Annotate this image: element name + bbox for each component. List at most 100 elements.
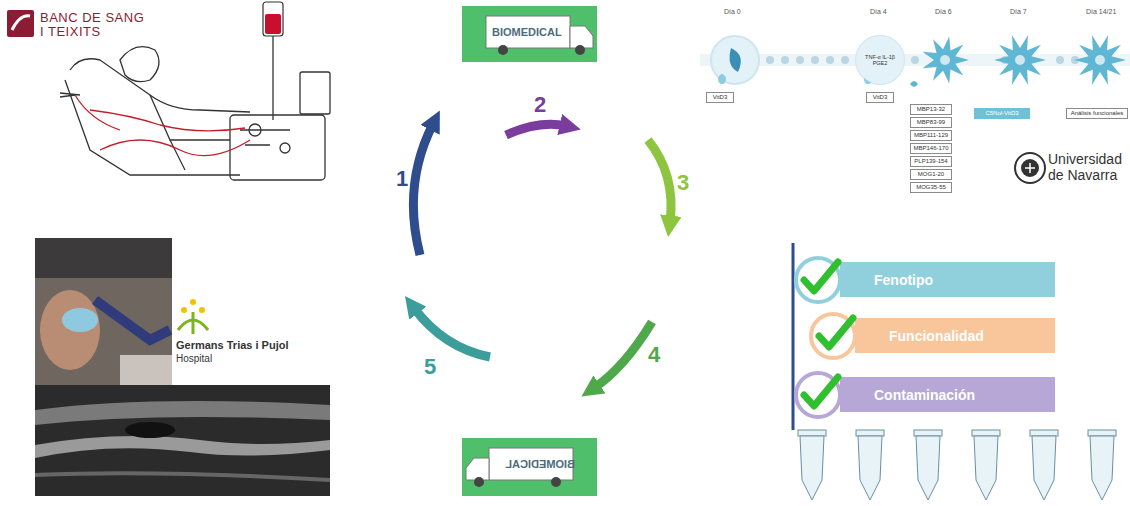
logo-mark-part bbox=[7, 10, 34, 37]
tube-body bbox=[1090, 436, 1114, 500]
truck-illustration-part bbox=[466, 458, 489, 480]
dendritic-cell bbox=[922, 35, 1126, 84]
tube-cap bbox=[1030, 430, 1058, 436]
apheresis-sketch-part bbox=[249, 124, 261, 136]
logo-text: Universidad de Navarra bbox=[1048, 151, 1130, 183]
procedure-photo-part bbox=[35, 238, 172, 385]
node-text: Funcionalidad bbox=[889, 328, 984, 344]
dendritic-cell bbox=[922, 36, 969, 83]
node-text: MBP146-170 bbox=[913, 145, 948, 152]
node-text: TNF-α IL-1β PGE2 bbox=[860, 54, 900, 66]
checklist-spine-part bbox=[792, 243, 795, 430]
truck-illustration-part bbox=[570, 26, 593, 48]
truck-text: BIOMEDICAL bbox=[495, 458, 575, 470]
ultrasound-image-part bbox=[125, 422, 175, 438]
antigen-tag: MBP13-32 bbox=[910, 104, 952, 115]
ultrasound-image-part bbox=[35, 473, 330, 480]
cycle-arrows-part bbox=[414, 308, 490, 357]
apheresis-sketch-part bbox=[230, 115, 325, 180]
blood-bag-part bbox=[263, 2, 283, 36]
analysis-tag: Análisis funcionales bbox=[1066, 108, 1128, 119]
logo-mark-part bbox=[12, 16, 30, 30]
tube-cap bbox=[1088, 430, 1116, 436]
node-text: C5Nol-VitD3 bbox=[985, 110, 1018, 117]
day-label: Día 6 bbox=[935, 8, 965, 15]
timeline-dot bbox=[1056, 56, 1064, 64]
apheresis-sketch-part bbox=[170, 140, 185, 170]
timeline bbox=[700, 35, 1130, 87]
logo-text: BANC DE SANG I TEIXITS bbox=[40, 11, 150, 39]
procedure-photo-part bbox=[40, 290, 100, 370]
timeline-dot bbox=[796, 56, 804, 64]
timeline-dot bbox=[911, 56, 919, 64]
cycle-arrows-part bbox=[413, 124, 433, 255]
day-label: Día 0 bbox=[724, 8, 754, 15]
antigen-tag: PLP139-154 bbox=[910, 156, 952, 167]
truck-illustration-part bbox=[575, 45, 585, 55]
cell-nucleus bbox=[1015, 55, 1025, 65]
antigen-tag: MBP146-170 bbox=[910, 143, 952, 154]
cycle-arrows bbox=[413, 124, 671, 388]
ultrasound-image-part bbox=[35, 401, 330, 425]
cycle-arrows-part bbox=[594, 322, 652, 388]
apheresis-sketch-part bbox=[100, 140, 250, 156]
node-text: MBP111-129 bbox=[914, 132, 948, 139]
apheresis-sketch-part bbox=[75, 95, 120, 130]
treatment-tag: VitD3 bbox=[706, 92, 734, 103]
callout-number: 1 bbox=[396, 166, 416, 192]
ultrasound-image bbox=[35, 385, 330, 496]
tube-body bbox=[858, 436, 882, 500]
callout-number: 2 bbox=[534, 92, 554, 118]
node-text: Fenotipo bbox=[874, 272, 933, 288]
cycle-arrows-part bbox=[506, 124, 566, 135]
node-text: VitD3 bbox=[873, 94, 888, 101]
timeline-dot bbox=[781, 56, 789, 64]
node-text: VitD3 bbox=[713, 94, 728, 101]
antigen-tag: MBP83-99 bbox=[910, 117, 952, 128]
callout-number: 4 bbox=[648, 342, 668, 368]
check-mark bbox=[804, 262, 853, 406]
procedure-photo-part bbox=[35, 238, 172, 278]
blood-bag bbox=[263, 2, 283, 36]
node-text: Contaminación bbox=[874, 387, 975, 403]
ultrasound-image-part bbox=[35, 436, 330, 458]
apheresis-sketch-part bbox=[70, 59, 250, 112]
node-text: MOG1-20 bbox=[918, 171, 944, 178]
timeline-dot bbox=[841, 56, 849, 64]
dendritic-cell bbox=[1074, 35, 1126, 84]
apheresis-sketch-part bbox=[65, 80, 240, 175]
apheresis-sketch-part bbox=[240, 130, 290, 145]
truck-illustration-part bbox=[462, 6, 597, 62]
tube-cap bbox=[914, 430, 942, 436]
check-mark-part bbox=[804, 262, 838, 291]
apheresis-sketch-part bbox=[300, 72, 330, 114]
apheresis-sketch bbox=[60, 36, 330, 180]
tube-body bbox=[916, 436, 940, 500]
tube-cap bbox=[856, 430, 884, 436]
day-label: Día 7 bbox=[1010, 8, 1040, 15]
cell-nucleus bbox=[940, 55, 950, 65]
check-mark-part bbox=[804, 377, 838, 406]
node-text: PLP139-154 bbox=[914, 158, 947, 165]
university-seal bbox=[1015, 153, 1045, 183]
apheresis-sketch-part bbox=[280, 143, 290, 153]
apheresis-sketch-part bbox=[120, 47, 159, 82]
procedure-photo-part bbox=[95, 300, 170, 340]
university-seal-part bbox=[1021, 159, 1039, 177]
timeline-part bbox=[730, 48, 741, 72]
dendritic-cell bbox=[994, 35, 1046, 84]
tube-cap bbox=[798, 430, 826, 436]
procedure-photo-part bbox=[120, 355, 172, 385]
tube-body bbox=[1032, 436, 1056, 500]
truck-illustration-part bbox=[474, 477, 484, 487]
truck-illustration-part bbox=[551, 477, 561, 487]
timeline-part bbox=[711, 36, 759, 84]
timeline-part bbox=[910, 81, 918, 87]
ultrasound-image-part bbox=[35, 385, 330, 496]
truck-illustration-part bbox=[462, 438, 597, 496]
truck-text: BIOMEDICAL bbox=[492, 26, 572, 38]
timeline-dot bbox=[826, 56, 834, 64]
timeline-part bbox=[718, 74, 726, 84]
checklist-spine bbox=[793, 243, 794, 430]
